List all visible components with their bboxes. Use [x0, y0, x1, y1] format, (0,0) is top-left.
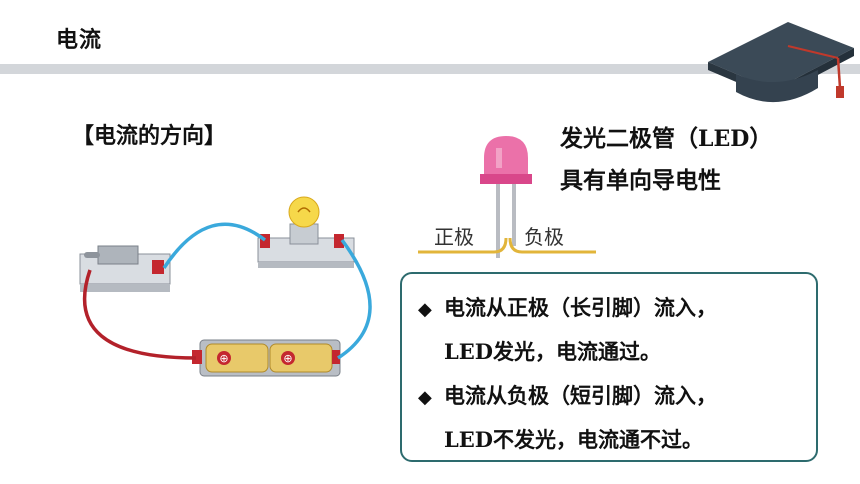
- note-line-2: LED发光，电流通过。: [444, 339, 661, 364]
- section-heading: 【电流的方向】: [72, 124, 227, 149]
- blue-wire-bulb-battery: [337, 238, 372, 360]
- battery-plus-label-1: ⊕: [219, 352, 228, 365]
- note-line-4: LED不发光，电流通不过。: [444, 427, 703, 452]
- led-title-line2: 具有单向导电性: [560, 168, 721, 194]
- battery-holder: ⊕ ⊕: [192, 339, 341, 377]
- led-title-line1: 发光二极管（LED）: [560, 126, 773, 152]
- diamond-bullet-icon: ◆: [418, 387, 432, 408]
- notes-box: ◆电流从正极（长引脚）流入， LED发光，电流通过。 ◆电流从负极（短引脚）流入…: [400, 272, 818, 462]
- graduation-cap-icon: [708, 22, 854, 103]
- blue-wire-switch-bulb: [162, 222, 267, 269]
- led-title: 发光二极管（LED） 具有单向导电性: [560, 118, 772, 202]
- header-divider: [0, 64, 860, 74]
- light-bulb: [257, 196, 355, 268]
- note-line-1: ◆电流从正极（长引脚）流入，: [418, 296, 717, 320]
- battery-plus-label-2: ⊕: [283, 352, 292, 365]
- led-diagram: 正极 负极: [418, 136, 596, 258]
- page-title: 电流: [56, 28, 103, 53]
- led-positive-label: 正极: [434, 225, 474, 249]
- led-negative-label: 负极: [524, 225, 564, 249]
- note-line-3: ◆电流从负极（短引脚）流入，: [418, 384, 717, 408]
- switch: [79, 245, 171, 292]
- red-wire-switch-battery: [82, 269, 197, 360]
- circuit-diagram: ⊕ ⊕: [79, 196, 372, 377]
- diamond-bullet-icon: ◆: [418, 299, 432, 320]
